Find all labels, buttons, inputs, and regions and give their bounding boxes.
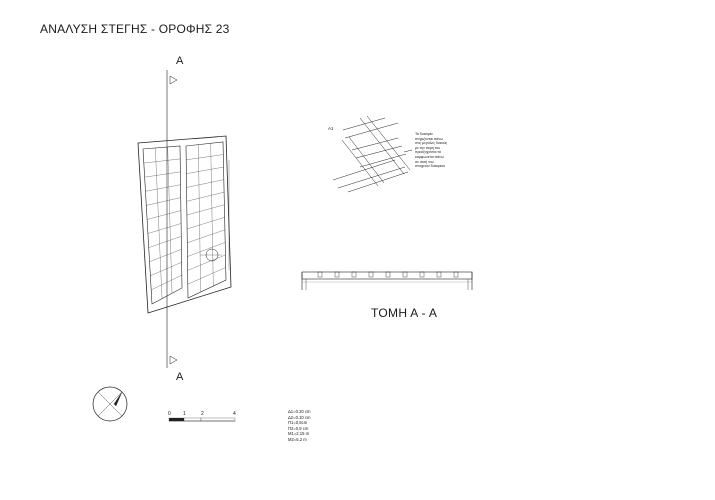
scale-tick-label: 4 (233, 411, 236, 417)
section-joist (351, 271, 357, 278)
roof-grid-line (210, 143, 214, 287)
roof-grid-line (187, 217, 225, 230)
section-joist (334, 271, 340, 278)
dimension-mark (192, 136, 219, 140)
section-drawing (301, 271, 473, 290)
section-arrow-top (169, 75, 178, 85)
detail-note-line: με την άκρη του (415, 145, 441, 150)
roof-grid-line (186, 166, 224, 174)
detail-note-line: καρφωνεται πάνω (415, 154, 444, 159)
section-marker-top: A (176, 55, 184, 67)
detail-note-line: προεξοχονται τα (415, 150, 441, 155)
roof-grid-line (148, 236, 182, 248)
legend: Δ1=0.20 cm Δ2=0.10 cm Π1=0,8cm Π2=0,9 cm… (288, 409, 310, 443)
legend-line: Μ1=2.15 m (288, 431, 310, 437)
roof-grid-line (187, 267, 226, 285)
north-arrow (92, 386, 128, 422)
detail-note: Τα δοκάρια στηριζονται πάνω στις μεγάλες… (415, 132, 463, 169)
section-joist (419, 271, 425, 278)
detail-note-line: στοιχειου δοκαριου (415, 164, 446, 169)
roof-grid-line (145, 184, 181, 192)
section-cut-line (166, 70, 178, 368)
scale-tick-label: 1 (183, 411, 186, 417)
roof-grid-line (144, 171, 181, 178)
roof-grid-line (147, 210, 181, 220)
section-beam (301, 271, 473, 280)
section-joists (317, 271, 459, 278)
beam-detail-perspective (332, 115, 413, 193)
scale-bar (168, 417, 236, 422)
scale-tick-label: 0 (168, 411, 171, 417)
roof-grid-line (149, 249, 182, 262)
section-marker-bottom: A (176, 371, 184, 383)
roof-grid-line (186, 179, 224, 188)
scale-tick-label: 2 (201, 411, 204, 417)
legend-line: Μ2=5.2 m (288, 436, 307, 442)
roof-grid-line (146, 197, 181, 206)
roof-grid-line (143, 158, 181, 164)
roof-grid-line (187, 242, 226, 257)
roof-grid-line (187, 229, 225, 243)
section-label: ΤΟΜΗ Α - Α (371, 306, 438, 320)
section-joist (385, 271, 391, 278)
section-joist (368, 271, 374, 278)
section-joist (436, 271, 442, 278)
sheet-title: ΑΝΑΛΥΣΗ ΣΤΕΓΗΣ - ΟΡΟΦΗΣ 23 (40, 22, 230, 36)
detail-note-line: στις μεγάλες δοκούς (415, 141, 448, 146)
roof-grid (143, 143, 226, 299)
detail-note-line: Τα δοκάρια (415, 132, 433, 136)
section-joist (317, 271, 323, 278)
roof-grid-line (167, 146, 173, 294)
legend-line: Π2=0,9 cm (288, 425, 309, 431)
roof-slab-right (185, 141, 227, 299)
roof-grid-line (186, 192, 225, 202)
roof-grid-line (198, 144, 201, 293)
roof-plan (137, 135, 232, 314)
roof-grid-line (151, 274, 182, 291)
roof-grid-line (186, 154, 224, 160)
legend-line: Π1=0,8cm (288, 420, 308, 426)
roof-outline (137, 135, 232, 314)
detail-note-line: στηριζονται πάνω (415, 136, 443, 141)
section-arrow-bottom (169, 355, 178, 365)
detail-note-line: σε αυτή του (415, 159, 434, 164)
section-joist (402, 271, 408, 278)
detail-label: Α1 (328, 126, 334, 131)
legend-line: Δ1=0.20 cm (288, 409, 311, 414)
roof-grid-line (187, 254, 226, 271)
roof-grid-line (150, 262, 182, 276)
roof-grid-line (186, 204, 225, 216)
roof-grid-line (155, 147, 163, 299)
section-joist (453, 271, 459, 278)
roof-grid-line (147, 223, 182, 234)
legend-line: Δ2=0.10 cm (288, 414, 311, 420)
